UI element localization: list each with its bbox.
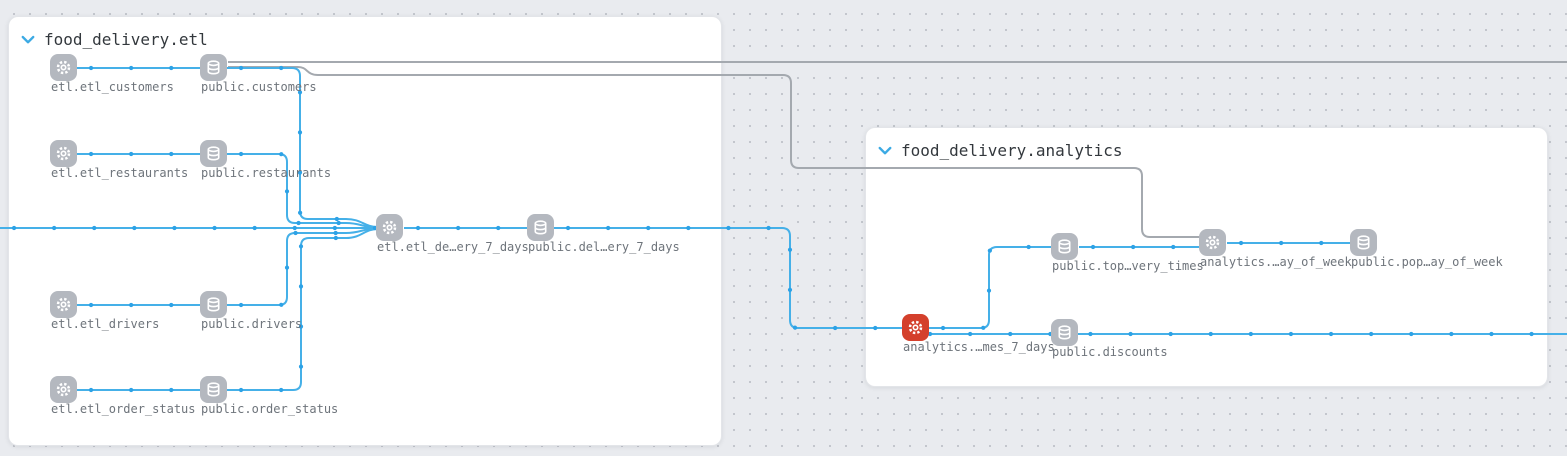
node-etl-etl_restaurants[interactable]: etl.etl_restaurants bbox=[50, 140, 188, 180]
node-label: public.del…ery_7_days bbox=[528, 240, 680, 254]
gear-icon[interactable] bbox=[376, 214, 403, 241]
group-header-food-delivery-etl[interactable]: food_delivery.etl bbox=[9, 17, 721, 49]
node-label: public.discounts bbox=[1052, 345, 1168, 359]
database-icon[interactable] bbox=[200, 140, 227, 167]
group-title: food_delivery.analytics bbox=[901, 141, 1123, 160]
gear-icon[interactable] bbox=[50, 140, 77, 167]
node-label: public.top…very_times bbox=[1052, 259, 1204, 273]
node-public-customers[interactable]: public.customers bbox=[200, 54, 317, 94]
chevron-down-icon[interactable] bbox=[21, 35, 35, 46]
database-icon[interactable] bbox=[1051, 319, 1078, 346]
node-label: etl.etl_drivers bbox=[51, 317, 160, 331]
database-icon[interactable] bbox=[1350, 229, 1377, 256]
node-etl-etl_drivers[interactable]: etl.etl_drivers bbox=[50, 291, 159, 331]
node-label: etl.etl_order_status bbox=[51, 402, 196, 416]
node-etl-etl_customers[interactable]: etl.etl_customers bbox=[50, 54, 174, 94]
node-analytics-times-7-days[interactable]: analytics.…mes_7_days bbox=[902, 314, 1055, 354]
node-public-order_status[interactable]: public.order_status bbox=[200, 376, 338, 416]
node-label: etl.etl_customers bbox=[51, 80, 174, 94]
database-icon[interactable] bbox=[527, 214, 554, 241]
gear-icon[interactable] bbox=[1199, 229, 1226, 256]
gear-icon[interactable] bbox=[902, 314, 929, 341]
chevron-down-icon[interactable] bbox=[878, 146, 892, 157]
gear-icon[interactable] bbox=[50, 376, 77, 403]
node-label: public.pop…ay_of_week bbox=[1351, 255, 1503, 269]
node-public-delivery-7-days[interactable]: public.del…ery_7_days bbox=[527, 214, 680, 254]
database-icon[interactable] bbox=[1051, 233, 1078, 260]
node-label: public.order_status bbox=[201, 402, 339, 416]
node-label: analytics.…mes_7_days bbox=[903, 340, 1055, 354]
gear-icon[interactable] bbox=[50, 291, 77, 318]
database-icon[interactable] bbox=[200, 376, 227, 403]
node-label: public.restaurants bbox=[201, 166, 332, 180]
node-label: public.drivers bbox=[201, 317, 303, 331]
node-analytics-day-of-week[interactable]: analytics.…ay_of_week bbox=[1199, 229, 1352, 269]
database-icon[interactable] bbox=[200, 291, 227, 318]
node-etl-etl_delivery_7_days[interactable]: etl.etl_de…ery_7_days bbox=[376, 214, 529, 254]
node-label: analytics.…ay_of_week bbox=[1200, 255, 1352, 269]
gear-icon[interactable] bbox=[50, 54, 77, 81]
node-label: etl.etl_restaurants bbox=[51, 166, 189, 180]
node-public-pop-day-of-week[interactable]: public.pop…ay_of_week bbox=[1350, 229, 1503, 269]
node-public-restaurants[interactable]: public.restaurants bbox=[200, 140, 331, 180]
node-label: public.customers bbox=[201, 80, 317, 94]
node-public-drivers[interactable]: public.drivers bbox=[200, 291, 302, 331]
node-public-discounts[interactable]: public.discounts bbox=[1051, 319, 1168, 359]
database-icon[interactable] bbox=[200, 54, 227, 81]
group-header-food-delivery-analytics[interactable]: food_delivery.analytics bbox=[866, 128, 1547, 160]
node-public-top-delivery-times[interactable]: public.top…very_times bbox=[1051, 233, 1204, 273]
node-label: etl.etl_de…ery_7_days bbox=[377, 240, 529, 254]
group-title: food_delivery.etl bbox=[44, 30, 208, 49]
node-etl-etl_order_status[interactable]: etl.etl_order_status bbox=[50, 376, 196, 416]
